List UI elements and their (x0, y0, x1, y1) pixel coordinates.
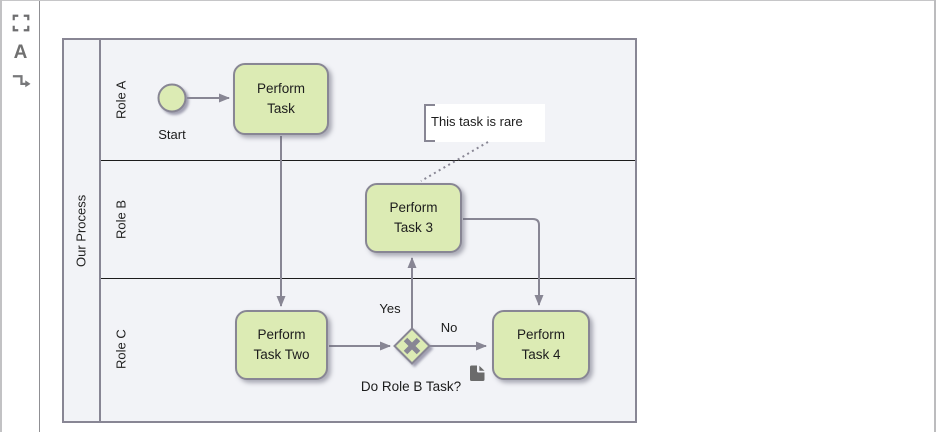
lane-divider (101, 160, 635, 161)
task-perform-task-4[interactable]: Perform Task 4 (492, 310, 590, 380)
pool-header-divider (99, 40, 101, 421)
lane-label-role-c: Role C (113, 329, 129, 370)
flow-label-no: No (440, 320, 458, 335)
flow-label-yes: Yes (379, 301, 401, 316)
annotation-text: This task is rare (431, 114, 523, 129)
lane-label-role-b: Role B (113, 199, 129, 239)
text-tool-button[interactable]: A (8, 42, 34, 62)
pool-label: Our Process (73, 194, 89, 267)
fit-to-screen-button[interactable] (8, 13, 34, 33)
task-perform-task-3[interactable]: Perform Task 3 (365, 183, 462, 253)
fit-to-screen-icon (11, 13, 31, 33)
lane-label-role-a: Role A (113, 80, 129, 120)
text-tool-icon: A (13, 41, 28, 63)
window-top-border (0, 0, 936, 1)
task-perform-task-two[interactable]: Perform Task Two (235, 310, 328, 380)
lane-divider (101, 278, 635, 279)
connector-tool-button[interactable] (8, 71, 34, 91)
task-perform-task[interactable]: Perform Task (233, 63, 329, 135)
window-left-border (0, 0, 2, 432)
start-event-label: Start (158, 127, 186, 142)
left-toolbar: A (2, 1, 40, 432)
gateway-label: Do Role B Task? (360, 379, 462, 394)
elbow-connector-icon (10, 71, 31, 91)
window-right-border (934, 0, 936, 432)
